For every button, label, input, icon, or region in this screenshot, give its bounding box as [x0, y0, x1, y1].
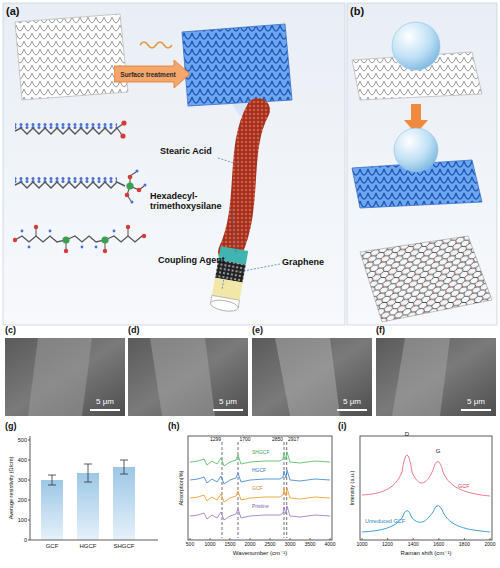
chart-label: 500	[18, 437, 27, 443]
chart-label: Wavenumber (cm⁻¹)	[233, 550, 287, 557]
water-droplet	[394, 128, 438, 172]
axis-title: Average resistivity (Ω/cm)	[8, 457, 14, 520]
chart-label: SHGCF	[252, 450, 270, 456]
chart-label: (h)	[168, 422, 180, 432]
chart-label: SHGCF	[114, 543, 135, 550]
sem-images	[5, 338, 496, 416]
panel-a-bg	[3, 3, 345, 325]
chart-label: (e)	[252, 326, 263, 336]
chart-label: 1700	[240, 437, 251, 443]
chart-label: GCF	[252, 486, 263, 492]
chart-label: 2500	[264, 542, 275, 548]
chart-label: 400	[18, 457, 27, 463]
chart-label: 300	[18, 477, 27, 483]
node-text-wrap: Surface treatment	[114, 60, 190, 88]
chart-label: 5 μm	[343, 398, 361, 407]
chart-label: 2917	[288, 437, 299, 443]
layer-label: Graphene	[282, 258, 324, 268]
panel-letter: (b)	[350, 5, 364, 17]
chart-label: 5 μm	[467, 398, 485, 407]
node-label: Surface treatment	[120, 71, 175, 78]
arrow-box: Surface treatment	[114, 60, 190, 88]
chart-label: 3000	[284, 542, 295, 548]
chart-label: 2000	[244, 542, 255, 548]
coupling-agent-molecule	[13, 225, 146, 253]
axis-title: Absorption(%)	[178, 471, 184, 506]
chart-label: (d)	[128, 326, 140, 336]
chart-label: Raman shift (cm⁻¹)	[401, 550, 452, 557]
chart-label: (f)	[376, 326, 385, 336]
blue-fabric	[182, 24, 292, 106]
chart-label: Pristine	[252, 504, 269, 510]
panel-letter: (a)	[6, 5, 19, 17]
layer-label: Stearic Acid	[160, 147, 212, 157]
chart-label: G	[436, 448, 441, 455]
chart-label: 5 μm	[219, 398, 237, 407]
stearic-acid-molecule	[15, 120, 127, 140]
chart-label: 1500	[224, 542, 235, 548]
chart-label: 0	[24, 537, 27, 543]
chart-label: 1200	[382, 542, 393, 548]
chart-label: (i)	[338, 422, 347, 432]
layer-label: Coupling Agent	[158, 256, 225, 266]
chart-label: GCF	[458, 483, 470, 489]
water-droplet	[392, 22, 440, 70]
chart-label: 3500	[304, 542, 315, 548]
chart-label: 1400	[408, 542, 419, 548]
chart-label: 5 μm	[96, 398, 114, 407]
chart-label: 1800	[459, 542, 470, 548]
chart-label: (c)	[5, 326, 16, 336]
white-fabric	[15, 14, 128, 100]
chart-label: D	[405, 431, 409, 438]
chart-label: HGCF	[252, 468, 266, 474]
ftir-chart	[188, 436, 332, 540]
chart-label: 4000	[324, 542, 335, 548]
chart-label: 2850	[272, 437, 283, 443]
chart-label: 1000	[204, 542, 215, 548]
layer-label: Hexadecyl- trimethoxysilane	[150, 192, 236, 212]
leader-lines	[218, 158, 280, 290]
chart-label: HGCF	[80, 543, 97, 550]
graphene-sheet	[360, 236, 492, 322]
chart-label: 1600	[433, 542, 444, 548]
bar-chart	[28, 436, 158, 540]
axis-title: Intensity (a.u.)	[349, 471, 355, 506]
chart-label: (g)	[5, 422, 17, 432]
wave-icon	[140, 42, 172, 48]
raman-chart	[360, 436, 492, 540]
chart-label: 1299	[210, 437, 221, 443]
chart-label: 2000	[484, 542, 495, 548]
coated-fiber	[210, 110, 258, 313]
chart-label: 100	[18, 517, 27, 523]
chart-label: 1000	[356, 542, 367, 548]
chart-label: 200	[18, 497, 27, 503]
hdtms-molecule	[15, 170, 147, 204]
panel-b-bg	[347, 3, 497, 325]
chart-label: 500	[186, 542, 194, 548]
chart-label: GCF	[46, 543, 59, 550]
arrow-fill	[114, 60, 190, 88]
chart-label: Unreduced GCF	[365, 518, 405, 524]
